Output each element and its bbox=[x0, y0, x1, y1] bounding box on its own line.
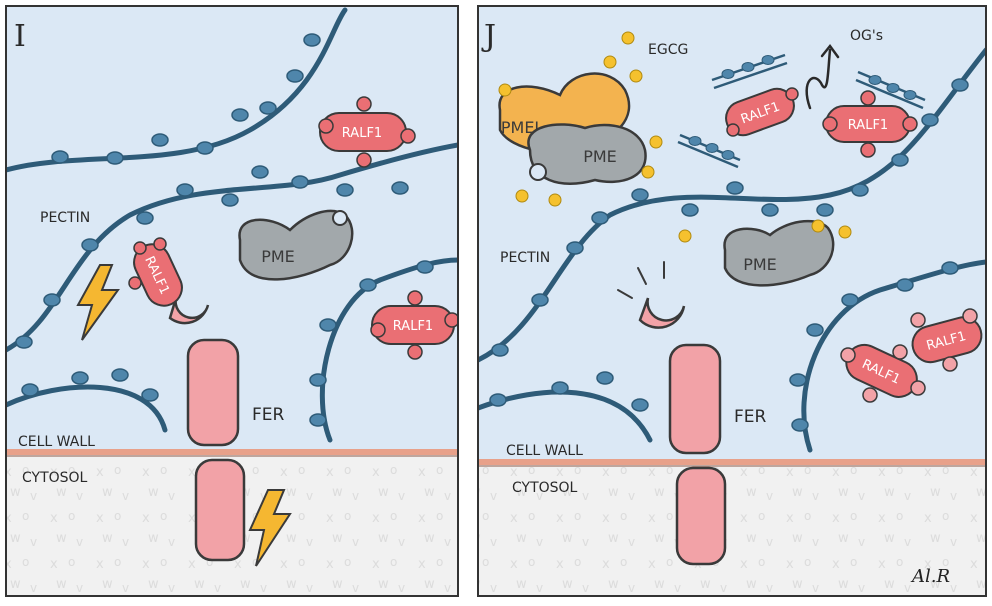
fer-label: FER bbox=[734, 407, 767, 427]
ralf1-og-right: RALF1 bbox=[822, 90, 918, 158]
pectin-beads bbox=[489, 78, 969, 432]
pme-bound-label: PME bbox=[583, 147, 617, 166]
pmei-pme-complex: PMEI PME bbox=[498, 72, 647, 185]
artist-signature: Al.R bbox=[910, 566, 950, 587]
panel-j: PMEI PME PME bbox=[477, 5, 987, 597]
panel-letter-i: I bbox=[14, 19, 26, 54]
pme-label: PME bbox=[261, 247, 295, 266]
egcg-label: EGCG bbox=[648, 42, 688, 58]
ralf1-label-top: RALF1 bbox=[342, 126, 382, 141]
curved-arrow-icon bbox=[805, 43, 840, 110]
pmei-label: PMEI bbox=[501, 118, 539, 137]
ralf1-free-b: RALF1 bbox=[911, 316, 983, 364]
fer-receptor bbox=[617, 261, 727, 566]
ogs-label: OG's bbox=[850, 28, 883, 44]
fer-label: FER bbox=[252, 405, 285, 425]
lightning-bolt-icon bbox=[76, 264, 120, 341]
ralf1-label-og-right: RALF1 bbox=[848, 118, 888, 133]
cell-wall-label: CELL WALL bbox=[18, 434, 95, 450]
pme-enzyme: PME bbox=[723, 219, 835, 287]
ralf1-bound: RALF1 bbox=[133, 243, 183, 307]
pectin-label: PECTIN bbox=[500, 250, 550, 266]
cytosol-label: CYTOSOL bbox=[22, 470, 88, 486]
ralf1-label-right: RALF1 bbox=[393, 319, 433, 334]
pectin-beads bbox=[15, 33, 434, 427]
lightning-bolt-icon bbox=[248, 489, 292, 567]
cytosol-region bbox=[478, 465, 986, 596]
pme-label: PME bbox=[743, 255, 777, 274]
pme-enzyme: PME bbox=[238, 209, 354, 281]
ralf1-free-right: RALF1 bbox=[370, 290, 458, 360]
cell-wall-label: CELL WALL bbox=[506, 443, 583, 459]
panel-letter-j: J bbox=[481, 19, 496, 54]
ralf1-free-top: RALF1 bbox=[318, 96, 416, 168]
ralf1-free-a: RALF1 bbox=[845, 343, 918, 398]
fer-receptor bbox=[168, 297, 246, 562]
egcg-molecules bbox=[498, 31, 852, 243]
panel-i: RALF1 RALF1 RALF1 bbox=[5, 5, 459, 597]
pectin-label: PECTIN bbox=[40, 210, 90, 226]
cytosol-label: CYTOSOL bbox=[512, 480, 578, 496]
